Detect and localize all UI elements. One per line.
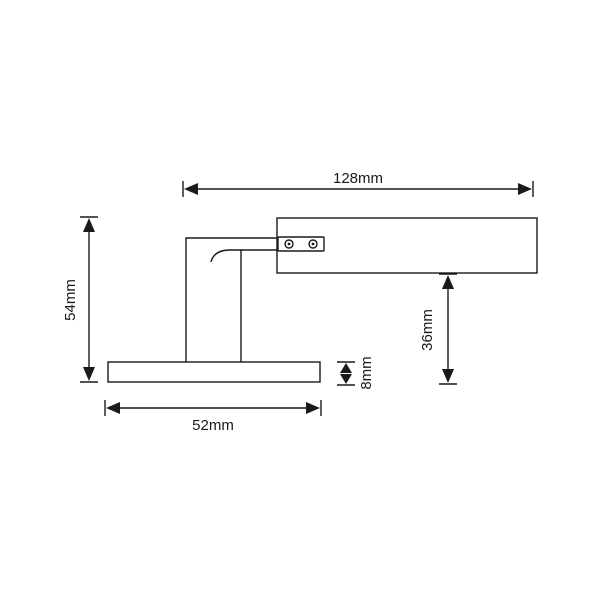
dimension-head-height: 36mm (419, 273, 457, 385)
dimension-base-thickness: 8mm (337, 356, 375, 390)
dimension-label-height-total: 54mm (62, 279, 79, 321)
dimension-label-base-thickness: 8mm (358, 356, 375, 389)
dimension-label-width-top: 128mm (333, 170, 383, 187)
dimension-width-top: 128mm (182, 170, 534, 197)
mounting-screws (277, 236, 325, 252)
screw-left-icon (284, 239, 294, 249)
dimension-height-total: 54mm (62, 216, 98, 383)
dimension-base-width: 52mm (104, 400, 322, 434)
base-plate (107, 361, 321, 383)
screw-right-icon (308, 239, 318, 249)
dimension-label-base-width: 52mm (192, 417, 234, 434)
lamp-head (276, 217, 538, 274)
dimension-label-head-height: 36mm (419, 309, 436, 351)
lamp-arm (185, 237, 277, 362)
